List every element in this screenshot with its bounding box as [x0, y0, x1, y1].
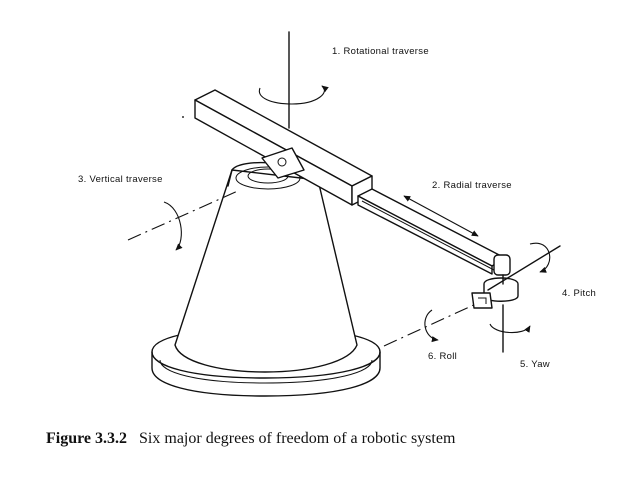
label-pitch: 4. Pitch — [562, 288, 596, 299]
figure-caption-text: Six major degrees of freedom of a roboti… — [139, 430, 456, 447]
vertical-traverse-arrow — [163, 201, 183, 251]
label-roll: 6. Roll — [428, 351, 457, 362]
label-yaw: 5. Yaw — [520, 359, 550, 370]
figure-caption: Figure 3.3.2 Six major degrees of freedom… — [46, 430, 455, 448]
roll-arrow — [424, 309, 439, 343]
rotational-arrow — [258, 85, 329, 105]
label-rotational-traverse: 1. Rotational traverse — [332, 46, 429, 57]
label-vertical-traverse: 3. Vertical traverse — [78, 174, 163, 185]
yaw-arrow — [489, 323, 531, 334]
pitch-axis — [487, 245, 561, 291]
robot-body-cone — [174, 161, 358, 373]
vertical-traverse-axis — [127, 189, 241, 241]
robot-arm-radial — [357, 188, 506, 275]
roll-axis — [383, 302, 479, 347]
robot-wrist — [471, 254, 519, 309]
figure-number: Figure 3.3.2 — [46, 430, 128, 447]
robot-arm-boom — [194, 89, 373, 206]
pitch-arrow — [529, 242, 551, 273]
label-radial-traverse: 2. Radial traverse — [432, 180, 512, 191]
radial-arrow — [403, 195, 479, 237]
